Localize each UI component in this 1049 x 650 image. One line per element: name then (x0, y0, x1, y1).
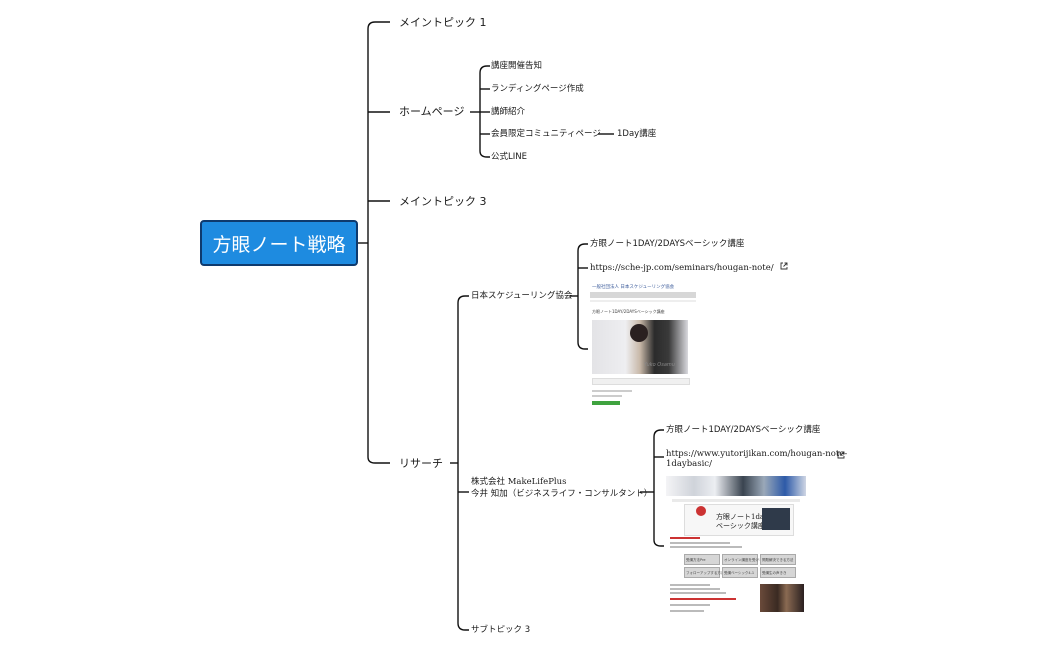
thumb1-subtitle: 方眼ノート1DAY/2DAYSベーシック講座 (592, 309, 665, 314)
thumb1-apply-button (592, 401, 620, 405)
thumb2-menu-item: 受講ベーシック4-1 (722, 567, 758, 578)
topic-homepage[interactable]: ホームページ (399, 105, 465, 118)
topic-research[interactable]: リサーチ (399, 457, 443, 470)
thumb1-header: 一般社団法人 日本スケジューリング協会 (592, 285, 675, 290)
thumb2-banner-line1: 方眼ノート1day (716, 513, 769, 521)
jsa-url-link[interactable]: https://sche-jp.com/seminars/hougan-note… (590, 262, 788, 275)
mlp-url-line2[interactable]: 1daybasic/ (666, 459, 712, 469)
thumb2-menu-item: オンライン講座を受ける (722, 554, 763, 565)
thumb1-nav (590, 292, 696, 298)
thumb2-people-photo (760, 584, 804, 612)
mlp-url-line1[interactable]: https://www.yutorijikan.com/hougan-note- (666, 449, 848, 459)
thumb2-banner-badge (696, 506, 706, 516)
subtopic-instructor-intro[interactable]: 講師紹介 (491, 107, 526, 117)
subtopic-3[interactable]: サブトピック 3 (471, 625, 531, 635)
thumb1-info-box (592, 378, 690, 385)
thumb2-text-line (670, 542, 730, 544)
thumb2-menu-grid: 受講方法Pre オンライン講座を受ける 問題解決できる方法 フォローアップする方… (684, 554, 796, 580)
thumb2-red-text (670, 537, 700, 539)
subtopic-official-line[interactable]: 公式LINE (491, 152, 527, 162)
thumb2-banner-line2: ベーシック講座 (716, 522, 765, 530)
thumb1-divider (590, 300, 696, 302)
subtopic-makelifeplus-line2[interactable]: 今井 知加（ビジネスライフ・コンサルタント） (471, 489, 653, 499)
external-link-icon[interactable] (780, 262, 788, 275)
subtopic-jsa[interactable]: 日本スケジューリング協会 (471, 291, 573, 301)
thumb2-text-line (670, 592, 726, 594)
subtopic-member-community[interactable]: 会員限定コミュニティページ (491, 129, 601, 139)
thumb1-caption: Yuko Osamu (644, 362, 675, 368)
thumb1-person-head (630, 324, 648, 342)
root-label: 方眼ノート戦略 (212, 233, 346, 256)
root-topic[interactable]: 方眼ノート戦略 (200, 220, 358, 266)
thumb2-text-line (670, 546, 742, 548)
thumb2-header-image (666, 476, 806, 496)
thumb2-menu-item: 受講方法Pre (684, 554, 720, 565)
subtopic-landing-page[interactable]: ランディングページ作成 (491, 84, 584, 94)
topic-main1[interactable]: メイントピック 1 (399, 16, 487, 29)
thumb2-menu-item: 問題解決できる方法 (760, 554, 796, 565)
jsa-course-title[interactable]: 方眼ノート1DAY/2DAYSベーシック講座 (590, 239, 745, 249)
external-link-icon[interactable] (837, 451, 845, 462)
subtopic-course-announcement[interactable]: 講座開催告知 (491, 61, 543, 71)
thumb2-text-line (670, 604, 710, 606)
thumb2-menu-item: 受講生の声きき (760, 567, 796, 578)
thumb2-breadcrumb (672, 499, 800, 502)
subtopic-1day-course[interactable]: 1Day講座 (617, 129, 657, 139)
thumb2-notebook-image (762, 508, 790, 530)
thumb2-red-text (670, 598, 736, 600)
thumb1-text-line (592, 390, 632, 392)
jsa-page-thumbnail[interactable]: 一般社団法人 日本スケジューリング協会 方眼ノート1DAY/2DAYSベーシック… (590, 282, 696, 408)
thumb2-text-line (670, 588, 720, 590)
subtopic-makelifeplus-line1[interactable]: 株式会社 MakeLifePlus (471, 477, 567, 487)
mlp-course-title[interactable]: 方眼ノート1DAY/2DAYSベーシック講座 (666, 425, 821, 435)
thumb1-text-line (592, 395, 622, 397)
jsa-url-text: https://sche-jp.com/seminars/hougan-note… (590, 263, 774, 273)
thumb2-text-line (670, 584, 710, 586)
topic-main3[interactable]: メイントピック 3 (399, 195, 487, 208)
thumb2-text-line (670, 610, 704, 612)
thumb2-menu-item: フォローアップする方法 (684, 567, 724, 578)
mlp-page-thumbnail[interactable]: 方眼ノート1day ベーシック講座 受講方法Pre オンライン講座を受ける 問題… (666, 476, 806, 616)
